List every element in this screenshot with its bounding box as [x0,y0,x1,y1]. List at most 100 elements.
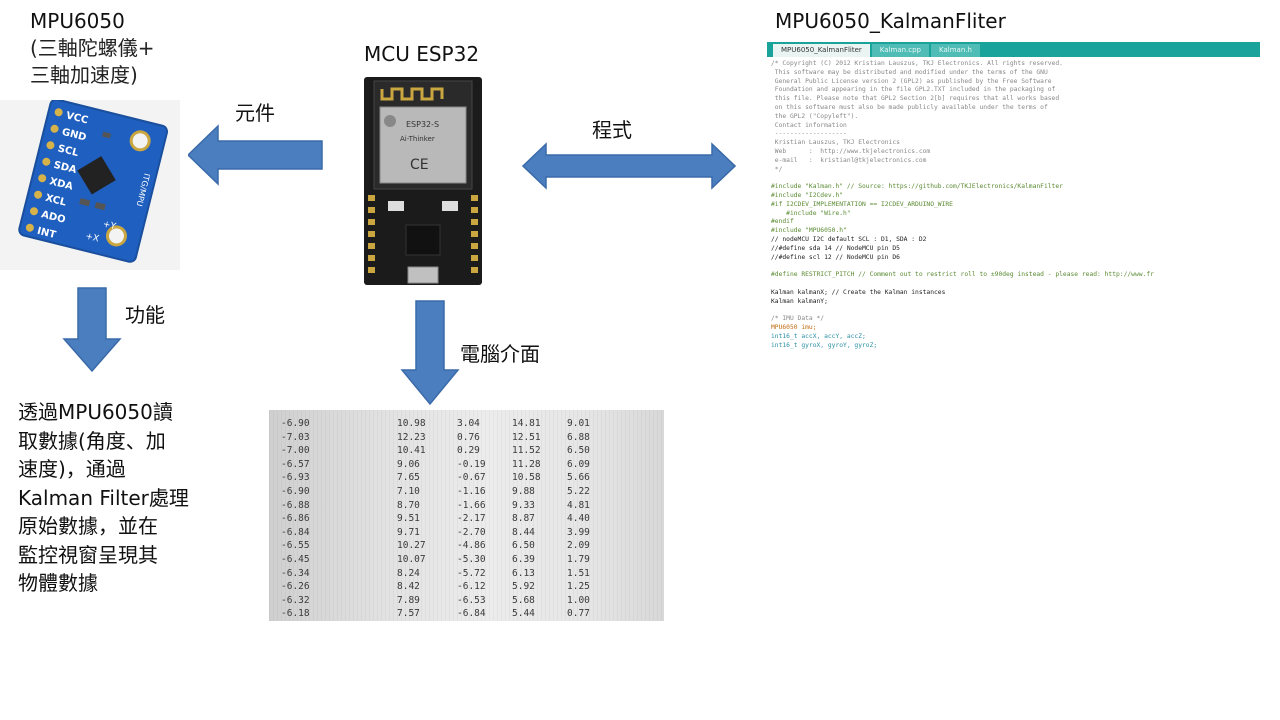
code-line: #include "MPU6050.h" [771,227,847,235]
table-cell: 10.41 [397,445,426,457]
esp32-board-image: ESP32-S Ai-Thinker CE [358,75,488,287]
description-line: Kalman Filter處理 [18,485,189,510]
table-cell: -6.32 [281,594,310,606]
code-line [771,280,1260,289]
table-cell: -6.45 [281,554,310,565]
table-cell: 10.07 [397,554,426,565]
code-tab-kalman-h[interactable]: Kalman.h [931,44,980,57]
table-cell: -1.16 [457,486,486,497]
table-cell: -6.26 [281,581,310,593]
table-cell: 9.01 [567,418,590,429]
table-cell: 10.58 [512,472,541,484]
table-cell: 6.50 [567,445,590,457]
sensor-subtitle-line1: (三軸陀螺儀+ [30,36,155,60]
table-cell: 7.65 [397,472,420,484]
table-cell: 11.52 [512,445,541,457]
pin-label-xcl: XCL [44,193,68,209]
code-line: the GPL2 ("Copyleft"). [771,112,859,120]
description-line: 物體數據 [18,571,98,595]
sensor-title-block: MPU6050 (三軸陀螺儀+ 三軸加速度) [30,8,155,89]
code-line [771,262,1260,271]
esp-module-text-2: Ai-Thinker [400,135,435,143]
table-cell: -6.84 [281,526,310,538]
table-cell: -0.67 [457,472,486,484]
header-pins [25,108,63,232]
table-cell: -7.00 [281,445,310,457]
table-cell: 10.98 [397,418,426,429]
down-arrow-function [62,287,122,373]
table-row: -7.00 10.41 0.29 11.52 6.50 [269,445,664,461]
table-cell: 1.25 [567,581,590,593]
table-cell: -6.93 [281,472,310,484]
table-cell: -5.72 [457,567,486,579]
table-cell: -4.86 [457,540,486,552]
code-body: /* Copyright (C) 2012 Kristian Lauszus, … [767,57,1260,350]
table-cell: 0.29 [457,445,480,457]
code-line: Kalman kalmanY; [771,297,828,305]
code-tab-main[interactable]: MPU6050_KalmanFliter [773,44,870,57]
table-cell: 6.88 [567,431,590,443]
table-cell: 0.76 [457,431,480,443]
table-cell: 5.22 [567,486,590,497]
code-line: on this software must also be made publi… [771,103,1048,111]
arrow-label-component: 元件 [235,101,275,125]
code-line: Web : http://www.tkjelectronics.com [771,147,931,155]
table-cell: 3.04 [457,418,480,429]
table-cell: 9.88 [512,486,535,497]
table-cell: -6.34 [281,567,310,579]
code-line: Kalman kalmanX; // Create the Kalman ins… [771,288,946,296]
pin-label-vcc: VCC [65,110,89,126]
left-arrow-component [188,124,324,186]
description-line: 監控視窗呈現其 [18,542,158,567]
table-cell: -6.84 [457,608,486,620]
table-cell: 6.13 [512,567,535,579]
table-cell: 5.66 [567,472,590,484]
table-cell: -6.12 [457,581,486,593]
code-line: #include "I2Cdev.h" [771,191,844,199]
double-arrow-program [522,142,736,190]
table-cell: 7.57 [397,608,420,620]
table-cell: 9.06 [397,458,420,470]
code-line: #define RESTRICT_PITCH // Comment out to… [771,271,1154,279]
code-line: int16_t gyroX, gyroY, gyroZ; [771,341,878,349]
code-line: e-mail : kristianl@tkjelectronics.com [771,156,927,164]
code-line: #if I2CDEV_IMPLEMENTATION == I2CDEV_ARDU… [771,200,953,208]
code-editor-screenshot: MPU6050_KalmanFliter Kalman.cpp Kalman.h… [767,42,1260,357]
description-line: 取數據(角度、加 [18,428,166,453]
table-cell: 1.79 [567,554,590,565]
table-cell: 6.09 [567,458,590,470]
table-cell: 3.99 [567,526,590,538]
table-cell: 4.40 [567,513,590,525]
table-cell: 2.09 [567,540,590,552]
table-cell: -5.30 [457,554,486,565]
code-line: // nodeMCU I2C default SCL : D1, SDA : D… [771,235,927,243]
code-line: MPU6050 imu; [771,323,817,331]
code-line: This software may be distributed and mod… [771,68,1048,76]
code-line: Contact information [771,121,847,129]
axis-label-y: +Y [102,219,118,232]
code-tab-bar: MPU6050_KalmanFliter Kalman.cpp Kalman.h [767,42,1260,57]
table-cell: -6.86 [281,513,310,525]
table-cell: 12.51 [512,431,541,443]
description-line: 透過MPU6050讀 [18,400,173,424]
code-line [771,306,1260,315]
code-line: General Public License version 2 (GPL2) … [771,77,1052,85]
code-tab-kalman-cpp[interactable]: Kalman.cpp [871,44,930,57]
down-arrow-pc-interface [400,300,460,406]
table-cell: 8.44 [512,526,535,538]
sensor-title: MPU6050 [30,9,125,33]
table-cell: 8.42 [397,581,420,593]
